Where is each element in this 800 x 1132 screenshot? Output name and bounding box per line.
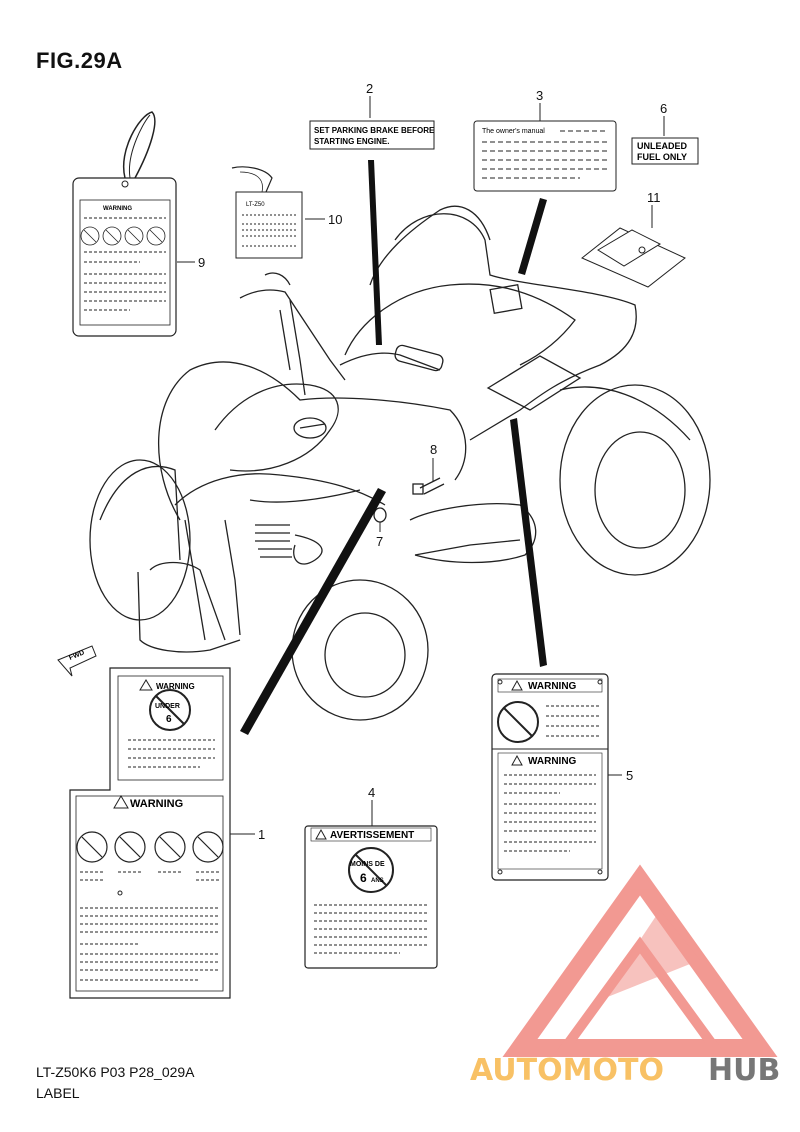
label-owners-manual: The owner's manual (473, 120, 617, 192)
label1-lower-warning: WARNING (130, 798, 183, 810)
atv-illustration (89, 205, 711, 721)
callout-2: 2 (366, 81, 373, 96)
label5-lower-warning: WARNING (528, 756, 577, 767)
ans-age: 6 (360, 871, 367, 885)
unleaded-line1: UNLEADED (637, 141, 688, 151)
under-text: UNDER (155, 703, 180, 710)
leader-lines (240, 160, 547, 735)
small-tag-model: LT-Z50 (246, 202, 265, 208)
callout-4: 4 (368, 785, 375, 800)
label-hang-tag: WARNING (72, 111, 177, 337)
under-age: 6 (166, 714, 172, 725)
parking-brake-line2: STARTING ENGINE. (314, 137, 389, 146)
label-avertissement: AVERTISSEMENT MOINS DE 6 ANS (304, 825, 438, 969)
callout-5: 5 (626, 768, 633, 783)
watermark-text-1: AUTOMOTO (470, 1053, 664, 1088)
label5-upper-warning: WARNING (528, 681, 577, 692)
figure-name: LABEL (36, 1085, 80, 1101)
callout-7: 7 (376, 534, 383, 549)
parking-brake-line1: SET PARKING BRAKE BEFORE (314, 126, 435, 135)
watermark-logo (502, 864, 778, 1057)
callout-3: 3 (536, 88, 543, 103)
callout-10: 10 (328, 212, 342, 227)
label-parking-brake: SET PARKING BRAKE BEFORE STARTING ENGINE… (309, 120, 435, 150)
callout-9: 9 (198, 255, 205, 270)
label1-upper-warning: WARNING (156, 682, 195, 691)
label-unleaded-fuel: UNLEADED FUEL ONLY (631, 137, 699, 165)
callout-6: 6 (660, 101, 667, 116)
label-pouch (581, 227, 686, 288)
figure-title: FIG.29A (36, 48, 123, 73)
callout-1: 1 (258, 827, 265, 842)
owners-manual-text: The owner's manual (482, 128, 545, 135)
moins-de-text: MOINS DE (350, 861, 385, 868)
callout-11: 11 (647, 190, 661, 205)
callout-lines (177, 96, 665, 835)
label-small-tag: LT-Z50 (231, 166, 303, 259)
ans-text: ANS (371, 878, 384, 884)
unleaded-line2: FUEL ONLY (637, 152, 687, 162)
label-double-warning: WARNING WARNING (491, 673, 609, 881)
callout-8: 8 (430, 442, 437, 457)
watermark-text-2: HUB (708, 1053, 780, 1088)
fwd-arrow: FWD (57, 645, 97, 677)
figure-code: LT-Z50K6 P03 P28_029A (36, 1064, 195, 1080)
hang-tag-warning: WARNING (103, 206, 132, 212)
avertissement-text: AVERTISSEMENT (330, 830, 414, 841)
label-main-warning: WARNING UNDER 6 WARNING (69, 667, 231, 999)
